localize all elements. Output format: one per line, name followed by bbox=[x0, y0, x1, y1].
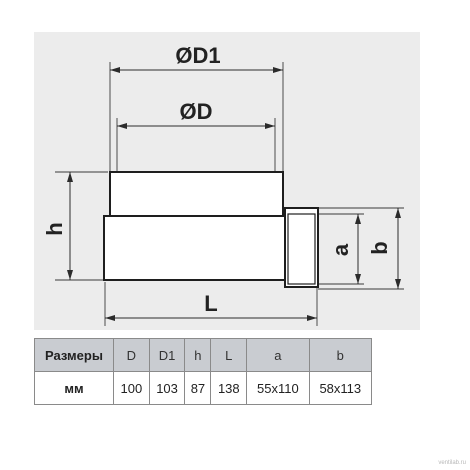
header-cell: h bbox=[184, 338, 212, 372]
dimension-arrows bbox=[67, 67, 401, 321]
extension-lines bbox=[55, 62, 404, 326]
value-cell: 55x110 bbox=[246, 371, 310, 405]
rect-outlet-inner bbox=[287, 213, 316, 285]
header-cell: D bbox=[113, 338, 150, 372]
unit-cell: мм bbox=[34, 371, 114, 405]
round-spigot bbox=[109, 171, 284, 217]
label-h: h bbox=[42, 222, 67, 235]
label-a: a bbox=[328, 243, 353, 256]
header-cell: D1 bbox=[148, 338, 186, 372]
watermark: ventilab.ru bbox=[438, 460, 466, 466]
label-D1: ØD1 bbox=[175, 43, 220, 68]
header-cell: a bbox=[246, 338, 310, 372]
label-D: ØD bbox=[180, 99, 213, 124]
label-L: L bbox=[204, 291, 217, 316]
value-cell: 103 bbox=[148, 371, 186, 405]
value-cell: 58x113 bbox=[308, 371, 373, 405]
adapter-body bbox=[103, 171, 319, 288]
value-cell: 87 bbox=[184, 371, 212, 405]
table-header-row: Размеры D D1 h L a b bbox=[34, 338, 373, 372]
header-cell: L bbox=[210, 338, 248, 372]
table-row: мм 100 103 87 138 55x110 58x113 bbox=[34, 371, 373, 405]
header-cell: Размеры bbox=[34, 338, 114, 372]
label-b: b bbox=[367, 241, 392, 254]
value-cell: 100 bbox=[113, 371, 150, 405]
header-cell: b bbox=[308, 338, 373, 372]
main-body bbox=[103, 215, 287, 281]
value-cell: 138 bbox=[210, 371, 248, 405]
dimension-lines bbox=[69, 69, 399, 319]
dimensions-table: Размеры D D1 h L a b мм 100 103 87 138 5… bbox=[34, 338, 373, 405]
